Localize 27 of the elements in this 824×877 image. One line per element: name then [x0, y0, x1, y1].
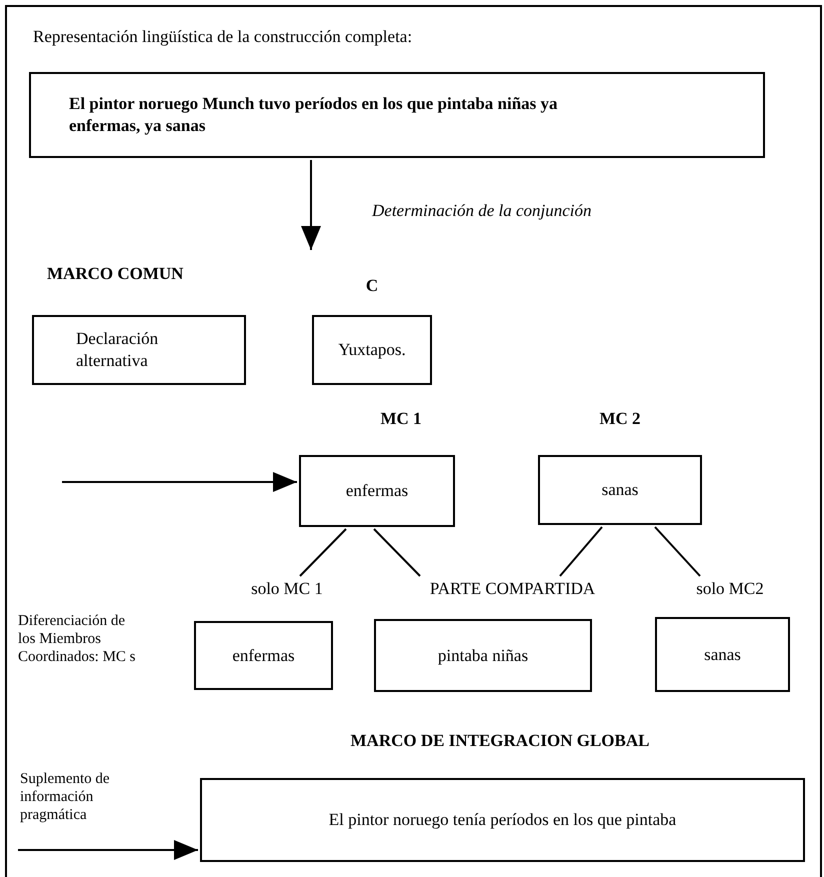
heading-label: MARCO DE INTEGRACION GLOBAL [350, 730, 650, 752]
text-box: pintaba niñas [374, 619, 592, 692]
connector-line [299, 528, 347, 577]
text-box: El pintor noruego tenía períodos en los que pintaba [200, 778, 805, 862]
arrow [301, 160, 321, 250]
text-box: El pintor noruego Munch tuvo períodos en los que pintaba niñas ya enfermas, ya sanas [29, 72, 765, 158]
heading-label: C [364, 275, 380, 297]
text-box: Declaración alternativa [32, 315, 246, 385]
text-label: Suplemento de información pragmática [20, 770, 111, 824]
arrow [62, 472, 297, 492]
heading-label: MC 2 [598, 408, 642, 430]
text-box: sanas [538, 455, 702, 525]
connector-line [559, 526, 603, 577]
heading-label: solo MC2 [695, 578, 765, 600]
section-heading: MARCO COMUN [47, 263, 184, 285]
text-label: Diferenciación de los Miembros Coordinados: MC s [18, 612, 136, 666]
connector-line [373, 528, 421, 577]
text-box: sanas [655, 617, 790, 692]
text-box: enfermas [194, 621, 333, 690]
connector-line [654, 526, 701, 577]
text-box: Yuxtapos. [312, 315, 432, 385]
text-label: Representación lingüística de la construcción completa: [33, 26, 414, 48]
arrow [18, 840, 198, 860]
text-box: enfermas [299, 455, 455, 527]
heading-label: solo MC 1 [250, 578, 324, 600]
heading-label: MC 1 [379, 408, 423, 430]
heading-label: PARTE COMPARTIDA [428, 578, 596, 600]
